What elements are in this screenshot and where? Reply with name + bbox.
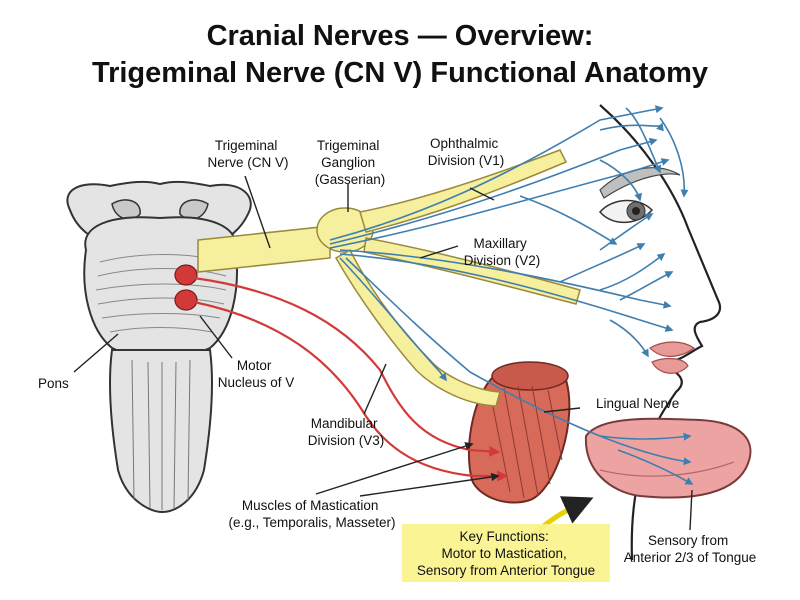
leader-lines [73,175,693,531]
key-functions-highlight [402,524,610,582]
label-ophthalmic-division: Ophthalmic Division (V1) [428,136,505,168]
label-sensory-tongue: Sensory from Anterior 2/3 of Tongue [624,533,757,565]
face-profile [599,104,722,561]
label-pons: Pons [38,376,69,391]
title-line-2: Trigeminal Nerve (CN V) Functional Anato… [91,57,709,89]
label-motor-nucleus: Motor Nucleus of V [218,358,295,390]
label-trigeminal-ganglion: Trigeminal Ganglion (Gasserian) [315,138,386,187]
label-muscles-of-mastication: Muscles of Mastication (e.g., Temporalis… [228,498,395,530]
motor-fibers [193,276,509,482]
label-key-functions: Key Functions: Motor to Mastication, Sen… [417,529,595,578]
label-lingual-nerve: Lingual Nerve [596,396,679,411]
sensory-fibers [329,105,694,485]
label-mandibular-division: Mandibular Division (V3) [308,416,385,448]
lips [649,341,696,374]
diagram-title: Cranial Nerves — Overview: Trigeminal Ne… [0,18,800,92]
masseter-muscle [467,361,571,504]
label-maxillary-division: Maxillary Division (V2) [464,236,541,268]
label-trigeminal-nerve: Trigeminal Nerve (CN V) [207,138,288,170]
title-line-1: Cranial Nerves — Overview: [206,20,594,52]
motor-nucleus [174,264,198,311]
eyebrow [599,167,681,199]
